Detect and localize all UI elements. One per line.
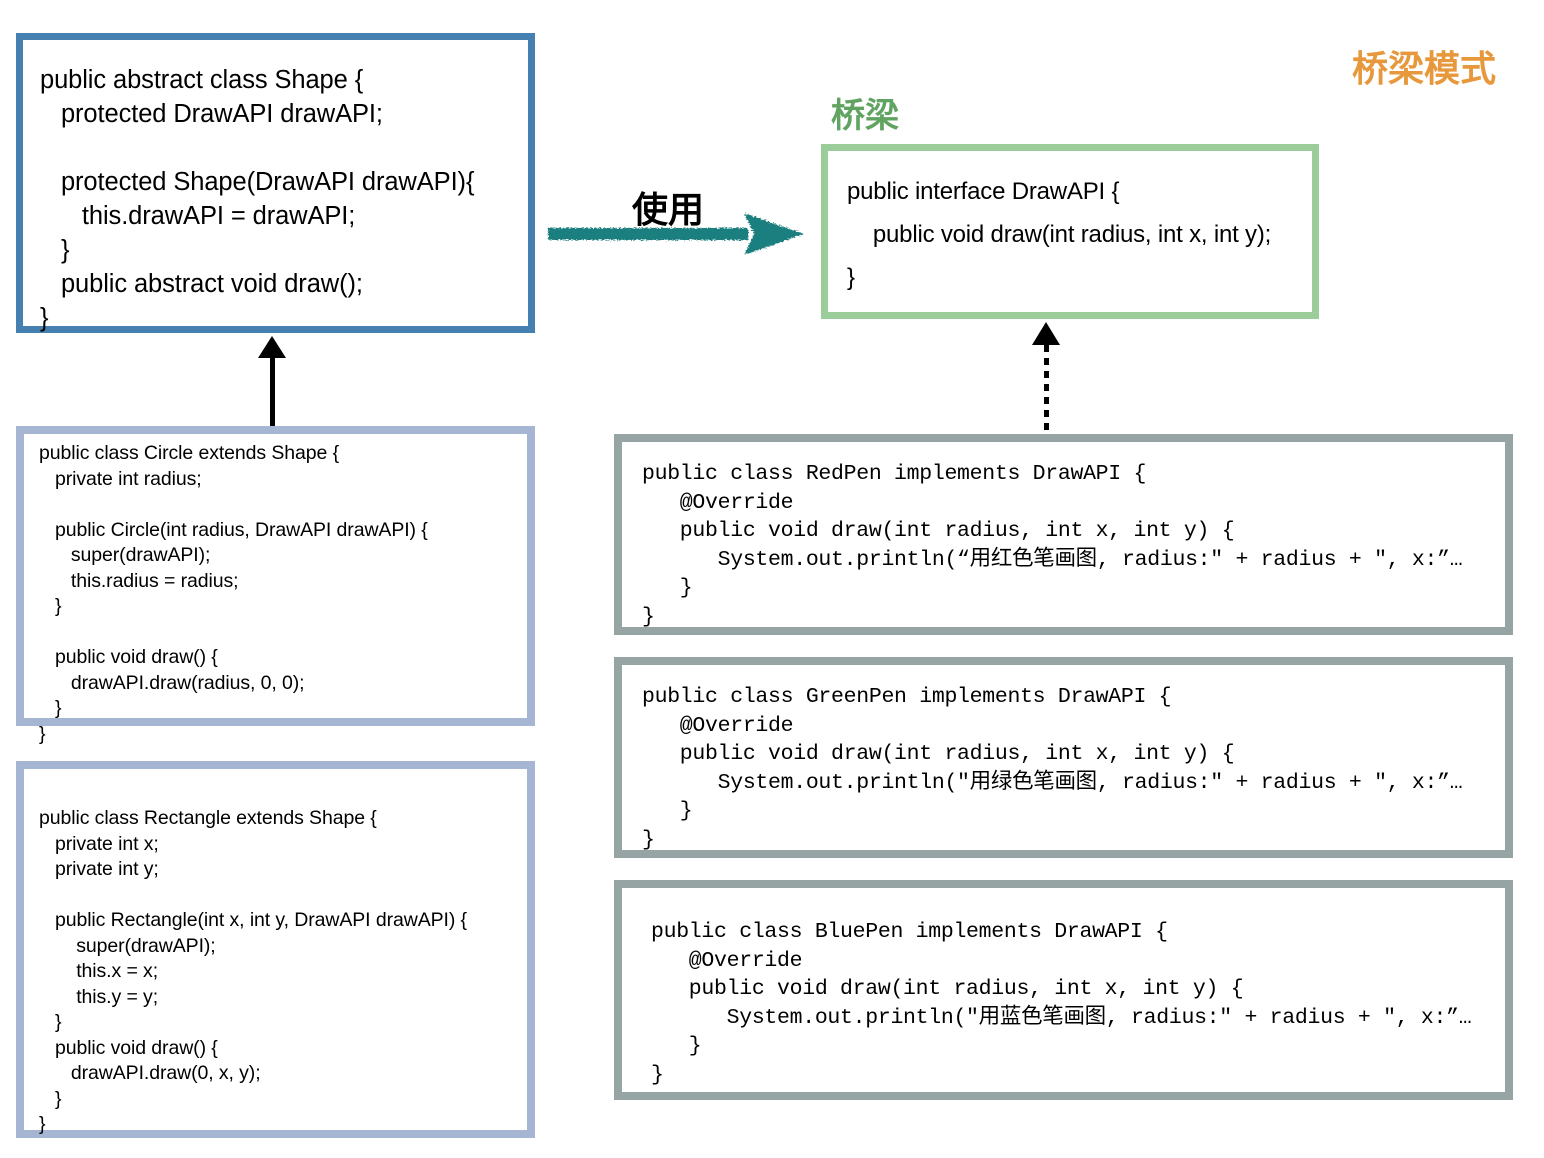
class-box-circle[interactable]: public class Circle extends Shape { priv… — [16, 426, 535, 745]
uses-arrow-icon — [548, 213, 804, 255]
bridge-label: 桥梁 — [831, 97, 899, 135]
inheritance-arrowhead-icon — [258, 336, 286, 358]
class-box-rectangle[interactable]: public class Rectangle extends Shape { p… — [16, 761, 535, 1138]
code-greenpen: public class GreenPen implements DrawAPI… — [642, 685, 1463, 852]
class-box-redpen[interactable]: public class RedPen implements DrawAPI {… — [614, 434, 1513, 635]
code-shape: public abstract class Shape { protected … — [40, 66, 475, 332]
page-title: 桥梁模式 — [1352, 48, 1497, 89]
code-circle: public class Circle extends Shape { priv… — [39, 442, 428, 745]
inheritance-line — [270, 355, 275, 430]
class-box-bluepen[interactable]: public class BluePen implements DrawAPI … — [614, 880, 1513, 1100]
realization-line — [1044, 345, 1049, 437]
code-drawapi: public interface DrawAPI { public void d… — [847, 178, 1272, 291]
realization-arrowhead-icon — [1032, 322, 1060, 345]
class-box-greenpen[interactable]: public class GreenPen implements DrawAPI… — [614, 657, 1513, 858]
interface-box-drawapi[interactable]: public interface DrawAPI { public void d… — [821, 144, 1319, 319]
code-rectangle: public class Rectangle extends Shape { p… — [39, 807, 467, 1135]
code-bluepen: public class BluePen implements DrawAPI … — [651, 920, 1472, 1087]
uses-label: 使用 — [632, 189, 705, 230]
code-redpen: public class RedPen implements DrawAPI {… — [642, 462, 1463, 629]
class-box-shape[interactable]: public abstract class Shape { protected … — [16, 33, 535, 333]
